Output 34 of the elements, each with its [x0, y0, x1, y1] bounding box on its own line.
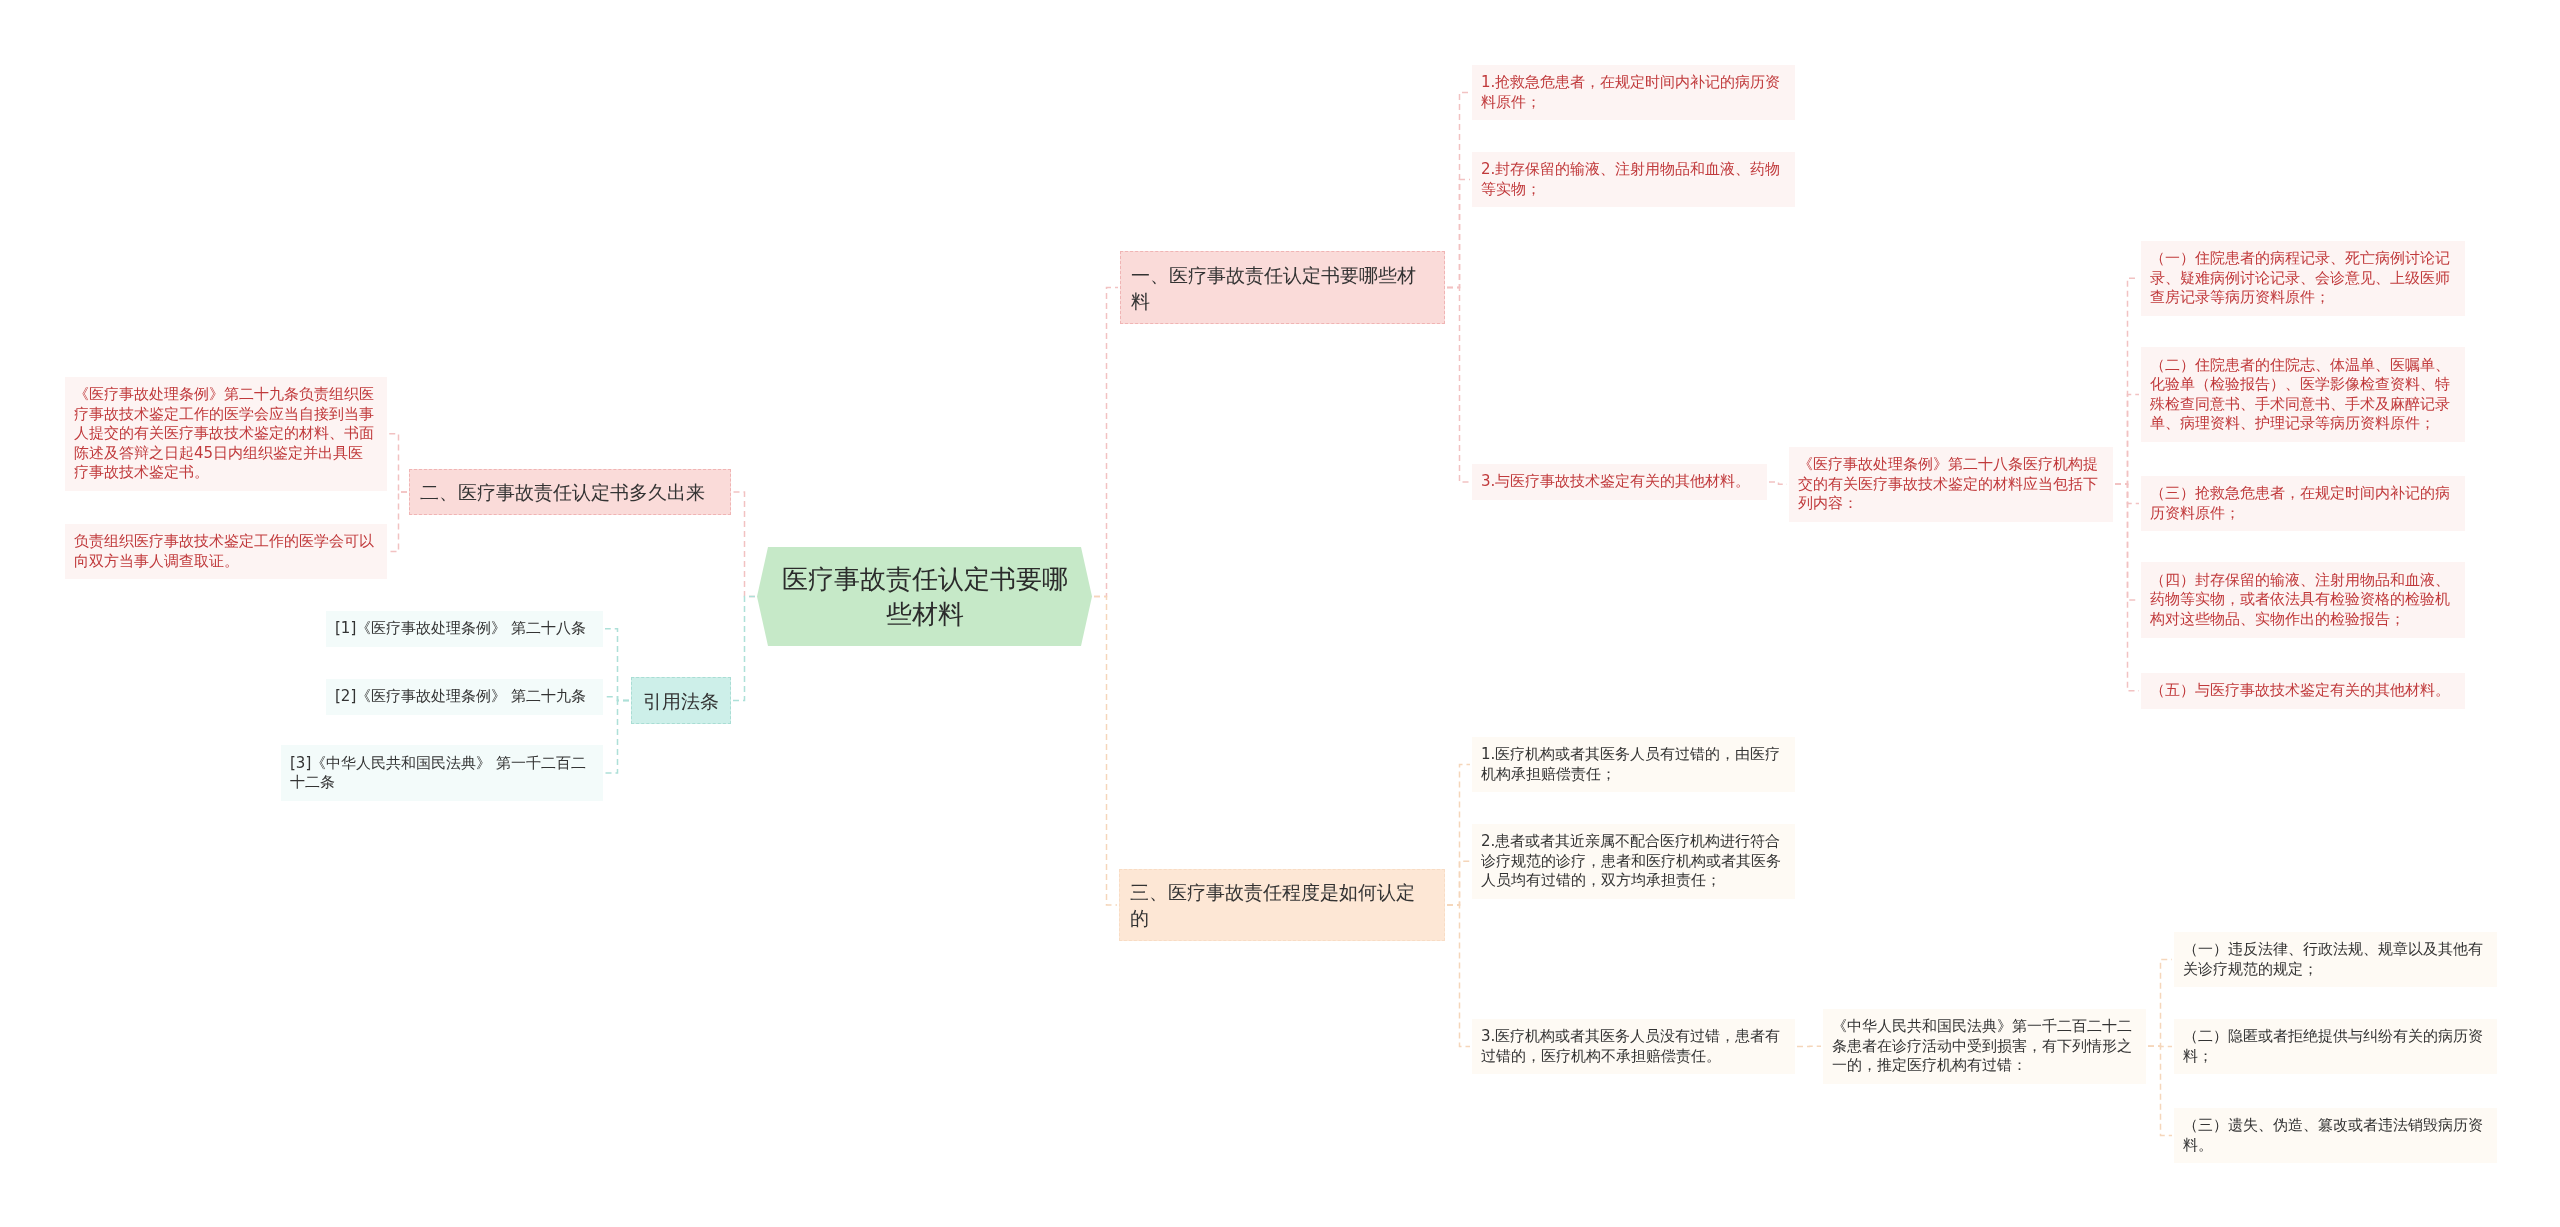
subtopic-box: [1]《医疗事故处理条例》 第二十八条	[326, 611, 603, 647]
topic-box: 一、医疗事故责任认定书要哪些材料	[1120, 251, 1445, 324]
subtopic-box: 《医疗事故处理条例》第二十九条负责组织医疗事故技术鉴定工作的医学会应当自接到当事人提交的有关医疗事故技术鉴定的材料、书面陈述及答辩之日起45日内组织鉴定并出具医疗事故技术鉴定书。	[65, 377, 387, 491]
subtopic-box: （四）封存保留的输液、注射用物品和血液、药物等实物，或者依法具有检验资格的检验机构对这些物品、实物作出的检验报告；	[2141, 562, 2465, 638]
subtopic-box: 《中华人民共和国民法典》第一千二百二十二条患者在诊疗活动中受到损害，有下列情形之一的，推定医疗机构有过错：	[1823, 1009, 2146, 1084]
subtopic-box: （一）违反法律、行政法规、规章以及其他有关诊疗规范的规定；	[2174, 932, 2497, 987]
subtopic-box: [2]《医疗事故处理条例》 第二十九条	[326, 679, 603, 715]
subtopic-box: 1.医疗机构或者其医务人员有过错的，由医疗机构承担赔偿责任；	[1472, 737, 1795, 792]
subtopic-box: 1.抢救急危患者，在规定时间内补记的病历资料原件；	[1472, 65, 1795, 120]
connector-line	[1446, 286, 1471, 483]
subtopic-box: （三）抢救急危患者，在规定时间内补记的病历资料原件；	[2141, 476, 2465, 531]
connector-line	[1446, 904, 1471, 1048]
subtopic-box: （二）住院患者的住院志、体温单、医嘱单、化验单（检验报告）、医学影像检查资料、特殊检查同意书、手术同意书、手术及麻醉记录单、病理资料、护理记录等病历资料原件；	[2141, 347, 2465, 442]
subtopic-box: 2.封存保留的输液、注射用物品和血液、药物等实物；	[1472, 152, 1795, 207]
connector-line	[1796, 1045, 1822, 1048]
topic-box: 二、医疗事故责任认定书多久出来	[409, 469, 731, 515]
connector-line	[604, 699, 630, 774]
subtopic-box: 3.医疗机构或者其医务人员没有过错，患者有过错的，医疗机构不承担赔偿责任。	[1472, 1019, 1795, 1074]
connector-line	[2147, 1045, 2173, 1137]
subtopic-box: （五）与医疗事故技术鉴定有关的其他材料。	[2141, 673, 2465, 709]
subtopic-box: [3]《中华人民共和国民法典》 第一千二百二十二条	[281, 745, 603, 801]
subtopic-box: 负责组织医疗事故技术鉴定工作的医学会可以向双方当事人调查取证。	[65, 524, 387, 579]
subtopic-box: （三）遗失、伪造、篡改或者违法销毁病历资料。	[2174, 1108, 2497, 1163]
subtopic-box: （一）住院患者的病程记录、死亡病例讨论记录、疑难病例讨论记录、会诊意见、上级医师查房记录等病历资料原件；	[2141, 241, 2465, 316]
connector-line	[1093, 595, 1118, 906]
topic-box: 三、医疗事故责任程度是如何认定的	[1119, 869, 1445, 941]
connector-line	[388, 491, 408, 553]
connector-line	[732, 595, 756, 702]
topic-box: 引用法条	[631, 677, 731, 724]
subtopic-box: 《医疗事故处理条例》第二十八条医疗机构提交的有关医疗事故技术鉴定的材料应当包括下列内容：	[1789, 447, 2113, 522]
subtopic-box: 3.与医疗事故技术鉴定有关的其他材料。	[1472, 464, 1767, 500]
central-topic-hexagon: 医疗事故责任认定书要哪些材料	[757, 547, 1092, 646]
subtopic-box: 2.患者或者其近亲属不配合医疗机构进行符合诊疗规范的诊疗，患者和医疗机构或者其医务人员均有过错的，双方均承担责任；	[1472, 824, 1795, 899]
subtopic-box: （二）隐匿或者拒绝提供与纠纷有关的病历资料；	[2174, 1019, 2497, 1074]
